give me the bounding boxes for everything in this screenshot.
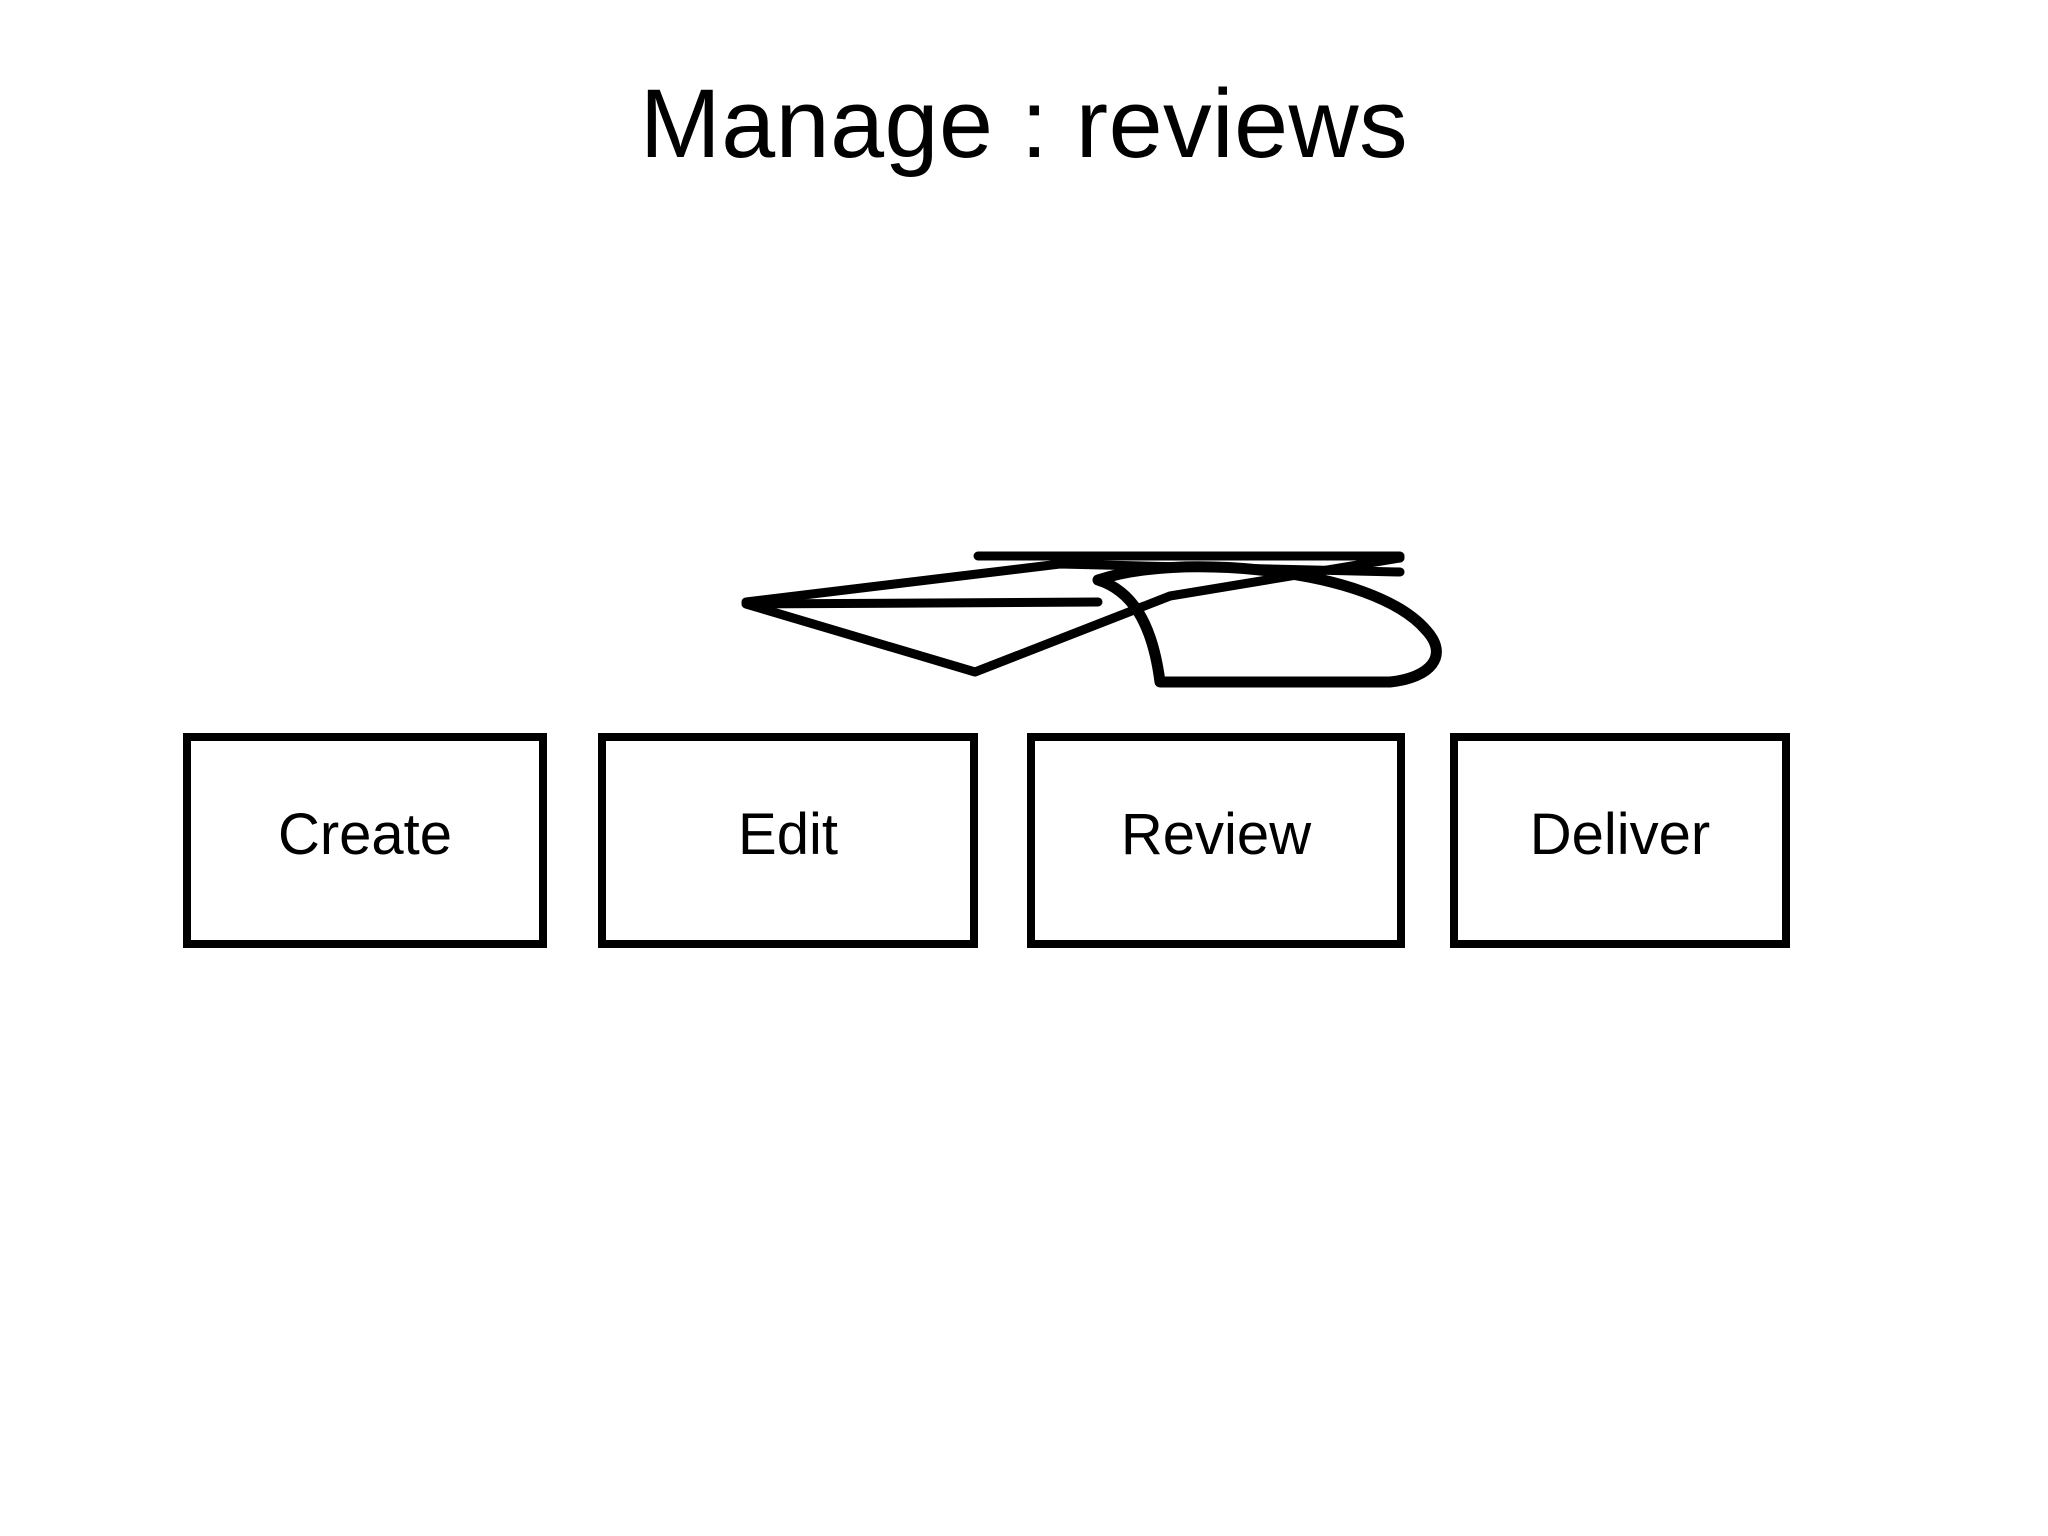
process-box-label: Deliver xyxy=(1529,801,1711,867)
process-box-label: Edit xyxy=(738,801,838,867)
ink-stroke-right-loop xyxy=(1092,561,1442,688)
ink-scribble-svg xyxy=(741,551,1442,688)
ink-stroke-lower-wedge xyxy=(741,553,1405,677)
process-box-label: Review xyxy=(1120,801,1312,867)
ink-stroke-upper-wedge xyxy=(741,559,1405,607)
process-box-edit[interactable]: Edit xyxy=(598,733,978,948)
page-title: Manage : reviews xyxy=(639,69,1409,178)
process-box-create[interactable]: Create xyxy=(183,733,547,948)
process-box-review[interactable]: Review xyxy=(1027,733,1405,948)
process-box-deliver[interactable]: Deliver xyxy=(1450,733,1790,948)
freehand-ink-scribble xyxy=(700,520,1460,720)
ink-stroke-middle-horizontal xyxy=(743,597,1103,609)
process-box-label: Create xyxy=(277,801,453,867)
